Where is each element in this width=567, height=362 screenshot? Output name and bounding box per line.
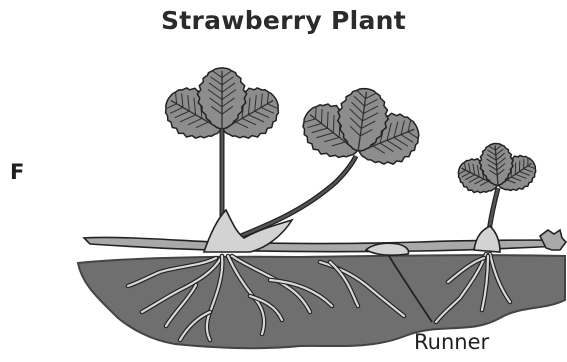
small-plant-crown — [474, 226, 500, 252]
middle-plant-leaf — [303, 89, 419, 165]
main-plant-leaf — [166, 68, 279, 138]
small-plant-leaf — [458, 144, 535, 193]
runner-label: Runner — [414, 330, 489, 354]
middle-leaf-stem — [226, 156, 356, 242]
middle-leaf-stem — [226, 156, 356, 242]
